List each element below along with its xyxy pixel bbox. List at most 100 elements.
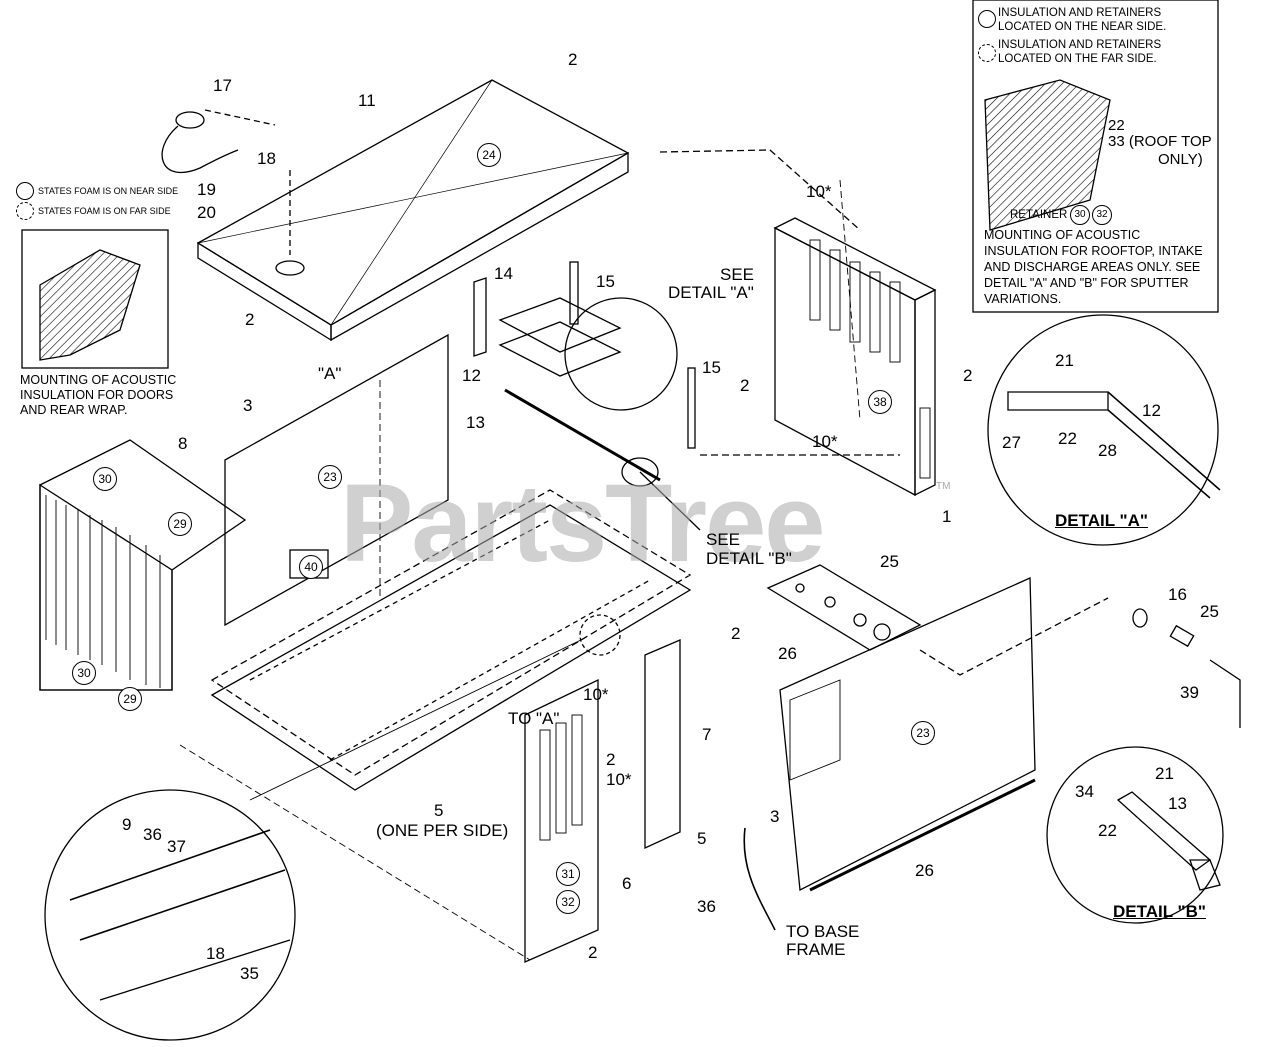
callout-6: 6 [622, 874, 632, 893]
latch-hardware [1132, 608, 1241, 728]
detail-a-title: DETAIL "A" [1055, 511, 1148, 530]
part-circle-23a: 23 [318, 465, 342, 489]
callout-5b: 5 [697, 829, 707, 848]
left-caption-line3: AND REAR WRAP. [20, 403, 128, 417]
watermark: PartsTree [340, 462, 825, 585]
callout-10s-mid: 10* [812, 432, 838, 451]
base-frame [210, 489, 692, 791]
detail-a-circle [987, 314, 1221, 546]
detail-a-22: 22 [1058, 429, 1077, 448]
callout-11: 11 [358, 91, 376, 110]
roof-panel [196, 79, 630, 342]
callout-35: 35 [240, 964, 259, 983]
part-circle-30b: 30 [72, 661, 96, 685]
part-circle-23b: 23 [911, 721, 935, 745]
callout-2-top: 2 [568, 50, 578, 69]
legend-far-circle-icon-right [978, 44, 996, 62]
detail-b-circle [1046, 746, 1224, 924]
callout-14: 14 [494, 264, 513, 283]
callout-12: 12 [462, 366, 481, 385]
detail-a-28: 28 [1098, 441, 1117, 460]
callout-10s-low: 10* [583, 685, 609, 704]
callout-13: 13 [466, 413, 485, 432]
callout-16: 16 [1168, 585, 1187, 604]
detail-b-22: 22 [1098, 821, 1117, 840]
callout-2-right: 2 [963, 366, 973, 385]
callout-2-left: 2 [245, 310, 255, 329]
legend-near-circle-icon [16, 182, 34, 200]
legend-right-near-2: LOCATED ON THE NEAR SIDE. [998, 21, 1167, 33]
callout-18: 18 [257, 149, 276, 168]
callout-17: 17 [213, 76, 232, 95]
callout-3-left: 3 [243, 396, 253, 415]
legend-mount-3: AND DISCHARGE AREAS ONLY. SEE [984, 260, 1201, 274]
door-insulation-inset [21, 229, 169, 369]
detail-a-12: 12 [1142, 401, 1161, 420]
control-plate [766, 564, 922, 651]
callout-10s-top: 10* [806, 182, 832, 201]
legend-mount-2: INSULATION FOR ROOFTOP, INTAKE [984, 244, 1203, 258]
legend-retainer-circle-32: 32 [1092, 205, 1112, 225]
part-circle-32: 32 [556, 890, 580, 914]
insulation-legend-box [972, 0, 1219, 313]
callout-15b: 15 [702, 358, 721, 377]
see-detail-b-2: DETAIL "B" [706, 549, 792, 568]
to-base-2: FRAME [786, 940, 846, 959]
callout-18b: 18 [206, 944, 225, 963]
to-base-1: TO BASE [786, 922, 860, 941]
legend-callout-22: 22 [1108, 117, 1125, 134]
rail-zoom-circle [44, 637, 586, 1041]
callout-20: 20 [197, 203, 216, 222]
callout-9: 9 [122, 815, 132, 834]
callout-8: 8 [178, 434, 188, 453]
detail-b-21: 21 [1155, 764, 1174, 783]
callout-36b: 36 [143, 825, 162, 844]
side-strip [644, 639, 681, 850]
watermark-tm: TM [936, 481, 951, 492]
callout-39: 39 [1180, 683, 1199, 702]
detail-b-13: 13 [1168, 794, 1187, 813]
left-caption-line1: MOUNTING OF ACOUSTIC [20, 373, 177, 387]
detail-a-27: 27 [1002, 433, 1021, 452]
callout-10s-low2: 10* [606, 770, 632, 789]
legend-right-far-1: INSULATION AND RETAINERS [998, 39, 1162, 51]
legend-left-near: STATES FOAM IS ON NEAR SIDE [38, 186, 179, 196]
callout-1: 1 [942, 507, 952, 526]
left-louver-panel [39, 439, 247, 691]
legend-callout-33-l2: ONLY) [1158, 151, 1203, 168]
callout-26a: 26 [778, 644, 797, 663]
detail-b-title: DETAIL "B" [1113, 902, 1206, 921]
callout-15a: 15 [596, 272, 615, 291]
legend-right-near-1: INSULATION AND RETAINERS [998, 7, 1162, 19]
legend-retainer-circle-30: 30 [1070, 205, 1090, 225]
part-circle-40: 40 [299, 555, 323, 579]
see-detail-a-1: SEE [720, 265, 755, 284]
discharge-enclosure [659, 149, 937, 497]
legend-mount-4: DETAIL "A" AND "B" FOR SPUTTER [984, 276, 1189, 290]
callout-2-base: 2 [731, 624, 741, 643]
legend-right-far-2: LOCATED ON THE FAR SIDE. [998, 53, 1157, 65]
part-circle-29b: 29 [118, 687, 142, 711]
callout-2-mid: 2 [740, 376, 750, 395]
callout-26b: 26 [915, 861, 934, 880]
callout-3-right: 3 [770, 807, 780, 826]
callout-2-bottom: 2 [588, 943, 598, 962]
callout-25a: 25 [880, 552, 899, 571]
callout-25b: 25 [1200, 602, 1219, 621]
part-circle-24: 24 [477, 143, 501, 167]
legend-retainer: RETAINER [1010, 209, 1068, 221]
legend-mount-5: VARIATIONS. [984, 292, 1062, 306]
legend-callout-33-l1: 33 (ROOF TOP [1108, 133, 1212, 150]
right-door [779, 577, 1109, 892]
see-detail-a-2: DETAIL "A" [668, 283, 754, 302]
legend-mount-1: MOUNTING OF ACOUSTIC [984, 228, 1141, 242]
callout-2-low: 2 [606, 750, 616, 769]
callout-19: 19 [197, 180, 216, 199]
callout-36a: 36 [697, 897, 716, 916]
detail-a-21: 21 [1055, 351, 1074, 370]
part-circle-38: 38 [868, 390, 892, 414]
callout-37: 37 [167, 837, 186, 856]
part-circle-31: 31 [556, 862, 580, 886]
